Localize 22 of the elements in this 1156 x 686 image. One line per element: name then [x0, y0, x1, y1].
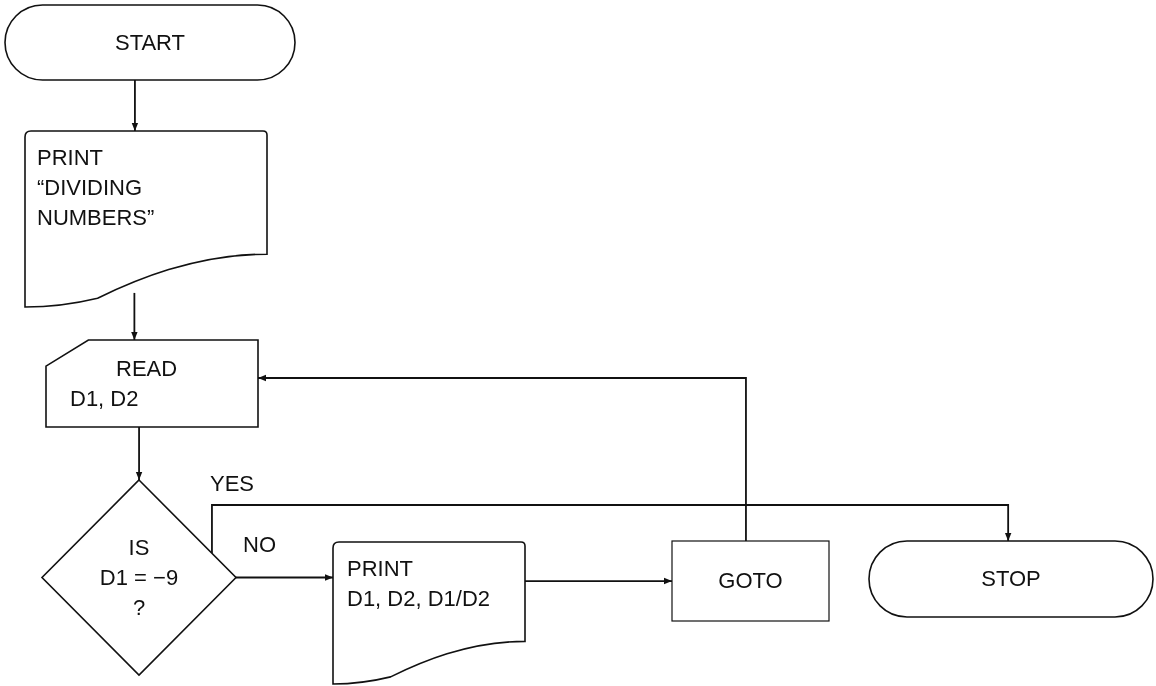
- step-text: ?: [132, 593, 146, 622]
- document-shape: [333, 542, 525, 684]
- step-text: STOP: [981, 565, 1041, 593]
- terminal-shape: [869, 541, 1153, 617]
- step-text: D1, D2, D1/D2: [347, 585, 491, 613]
- step-text: PRINT: [347, 555, 413, 583]
- step-text: IS: [128, 533, 150, 562]
- arrow: [135, 426, 143, 481]
- step-text: PRINT: [37, 144, 103, 172]
- step-text: GOTO: [718, 567, 783, 595]
- arrow: [131, 292, 138, 341]
- document-shape: [25, 131, 267, 307]
- step-text: READ: [116, 354, 178, 383]
- input-card-shape: [46, 340, 258, 427]
- process-box: [672, 541, 829, 621]
- arrow: [131, 79, 139, 132]
- step-text: D1, D2: [70, 384, 139, 413]
- step-text: “DIVIDING NUMBERS”: [37, 174, 156, 232]
- step-text: START: [114, 28, 186, 57]
- arrow: [211, 504, 1012, 554]
- arrow: [235, 574, 334, 581]
- step-text: D1 = −9: [99, 563, 179, 592]
